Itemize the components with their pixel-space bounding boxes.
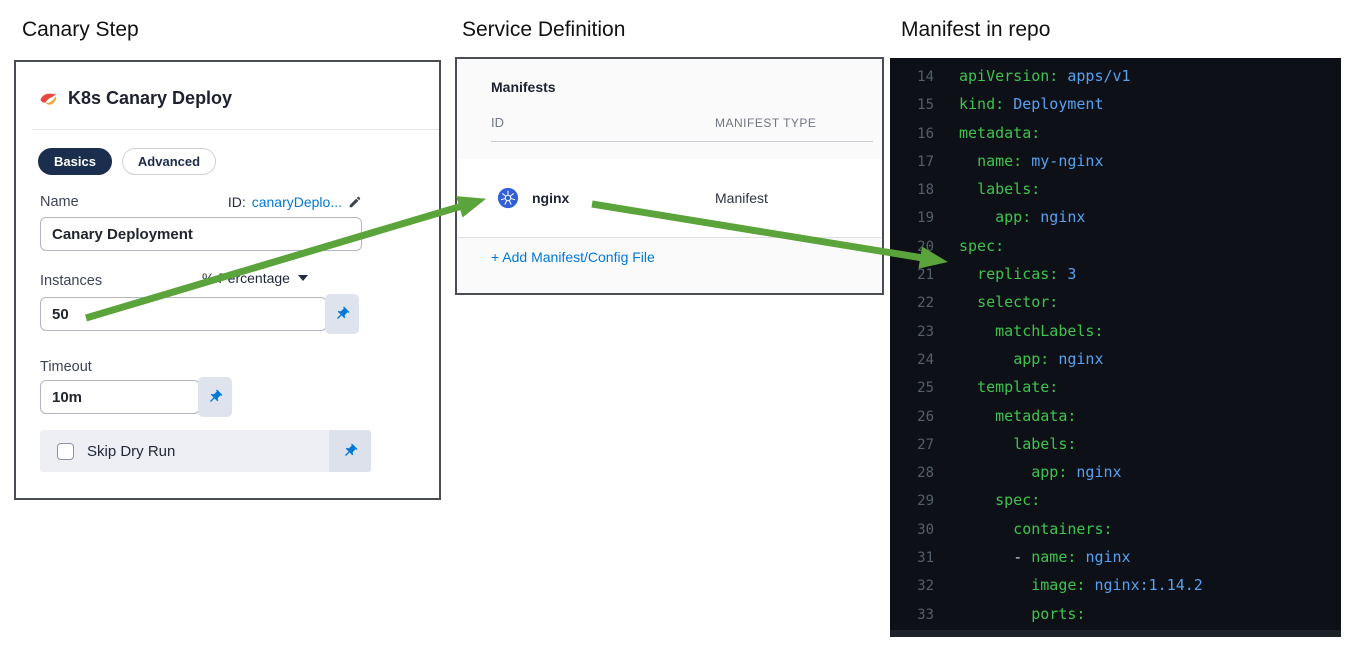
code-line: 27 labels: bbox=[917, 434, 1077, 453]
canary-bird-icon bbox=[38, 89, 58, 109]
pushpin-icon bbox=[204, 386, 227, 409]
code-line: 25 template: bbox=[917, 378, 1059, 397]
manifest-in-repo-heading: Manifest in repo bbox=[901, 18, 1051, 41]
service-definition-heading: Service Definition bbox=[462, 18, 626, 41]
id-prefix: ID: bbox=[227, 194, 246, 210]
step-header: K8s Canary Deploy bbox=[38, 88, 232, 109]
name-input[interactable] bbox=[40, 217, 362, 251]
code-line: 31 - name: nginx bbox=[917, 548, 1131, 567]
name-label: Name bbox=[40, 194, 79, 210]
code-line: 28 app: nginx bbox=[917, 463, 1122, 482]
instances-label: Instances bbox=[40, 273, 103, 289]
instances-unit-select[interactable]: % Percentage bbox=[202, 270, 308, 286]
instances-input-group bbox=[40, 294, 359, 334]
timeout-pin-button[interactable] bbox=[198, 377, 232, 417]
timeout-input[interactable] bbox=[40, 380, 200, 414]
manifests-title: Manifests bbox=[491, 79, 556, 95]
step-title: K8s Canary Deploy bbox=[68, 88, 233, 108]
unit-select-label: % Percentage bbox=[202, 270, 290, 286]
code-line: 22 selector: bbox=[917, 293, 1059, 312]
skip-dry-run-row: Skip Dry Run bbox=[40, 430, 371, 472]
instances-pin-button[interactable] bbox=[325, 294, 359, 334]
manifest-type-cell: Manifest bbox=[715, 190, 768, 206]
chevron-down-icon bbox=[297, 275, 308, 281]
table-header-divider bbox=[491, 141, 873, 142]
code-line: 21 replicas: 3 bbox=[917, 265, 1077, 284]
column-header-id: ID bbox=[491, 115, 504, 130]
id-value-link[interactable]: canaryDeplo... bbox=[251, 194, 342, 210]
code-line: 23 matchLabels: bbox=[917, 321, 1104, 340]
pushpin-icon bbox=[331, 303, 354, 326]
manifest-id-text: nginx bbox=[532, 190, 570, 206]
timeout-input-group bbox=[40, 377, 232, 417]
instances-input[interactable] bbox=[40, 297, 327, 331]
skip-dry-run-label: Skip Dry Run bbox=[87, 442, 176, 460]
pencil-icon[interactable] bbox=[348, 195, 362, 209]
manifest-row-id-cell: nginx bbox=[497, 159, 569, 237]
code-line: 32 image: nginx:1.14.2 bbox=[917, 576, 1203, 595]
code-line: 24 app: nginx bbox=[917, 349, 1104, 368]
canary-step-heading: Canary Step bbox=[22, 18, 139, 41]
kubernetes-icon bbox=[497, 187, 519, 209]
manifest-row[interactable]: nginx Manifest bbox=[458, 159, 881, 238]
timeout-label: Timeout bbox=[40, 359, 92, 375]
tab-basics[interactable]: Basics bbox=[38, 148, 112, 175]
service-definition-panel: Manifests ID MANIFEST TYPE bbox=[455, 57, 884, 295]
step-tabs: Basics Advanced bbox=[38, 148, 217, 175]
tab-advanced[interactable]: Advanced bbox=[121, 148, 217, 175]
column-header-manifest-type: MANIFEST TYPE bbox=[715, 116, 817, 130]
pushpin-icon bbox=[339, 440, 362, 463]
header-divider bbox=[32, 129, 439, 130]
code-line: 19 app: nginx bbox=[917, 208, 1086, 227]
code-line: 33 ports: bbox=[917, 604, 1086, 623]
canary-step-panel: K8s Canary Deploy Basics Advanced Name I… bbox=[14, 60, 441, 500]
code-line: 29 spec: bbox=[917, 491, 1041, 510]
code-line: 26 metadata: bbox=[917, 406, 1077, 425]
code-line: 18 labels: bbox=[917, 180, 1041, 199]
horizontal-scrollbar[interactable] bbox=[890, 630, 1341, 637]
step-id-row: ID: canaryDeplo... bbox=[40, 194, 362, 210]
skip-dry-run-pin-button[interactable] bbox=[329, 430, 371, 472]
add-manifest-link[interactable]: + Add Manifest/Config File bbox=[491, 249, 655, 265]
skip-dry-run-checkbox[interactable] bbox=[57, 442, 74, 460]
code-line: 30 containers: bbox=[917, 519, 1113, 538]
code-line: 17 name: my-nginx bbox=[917, 151, 1104, 170]
